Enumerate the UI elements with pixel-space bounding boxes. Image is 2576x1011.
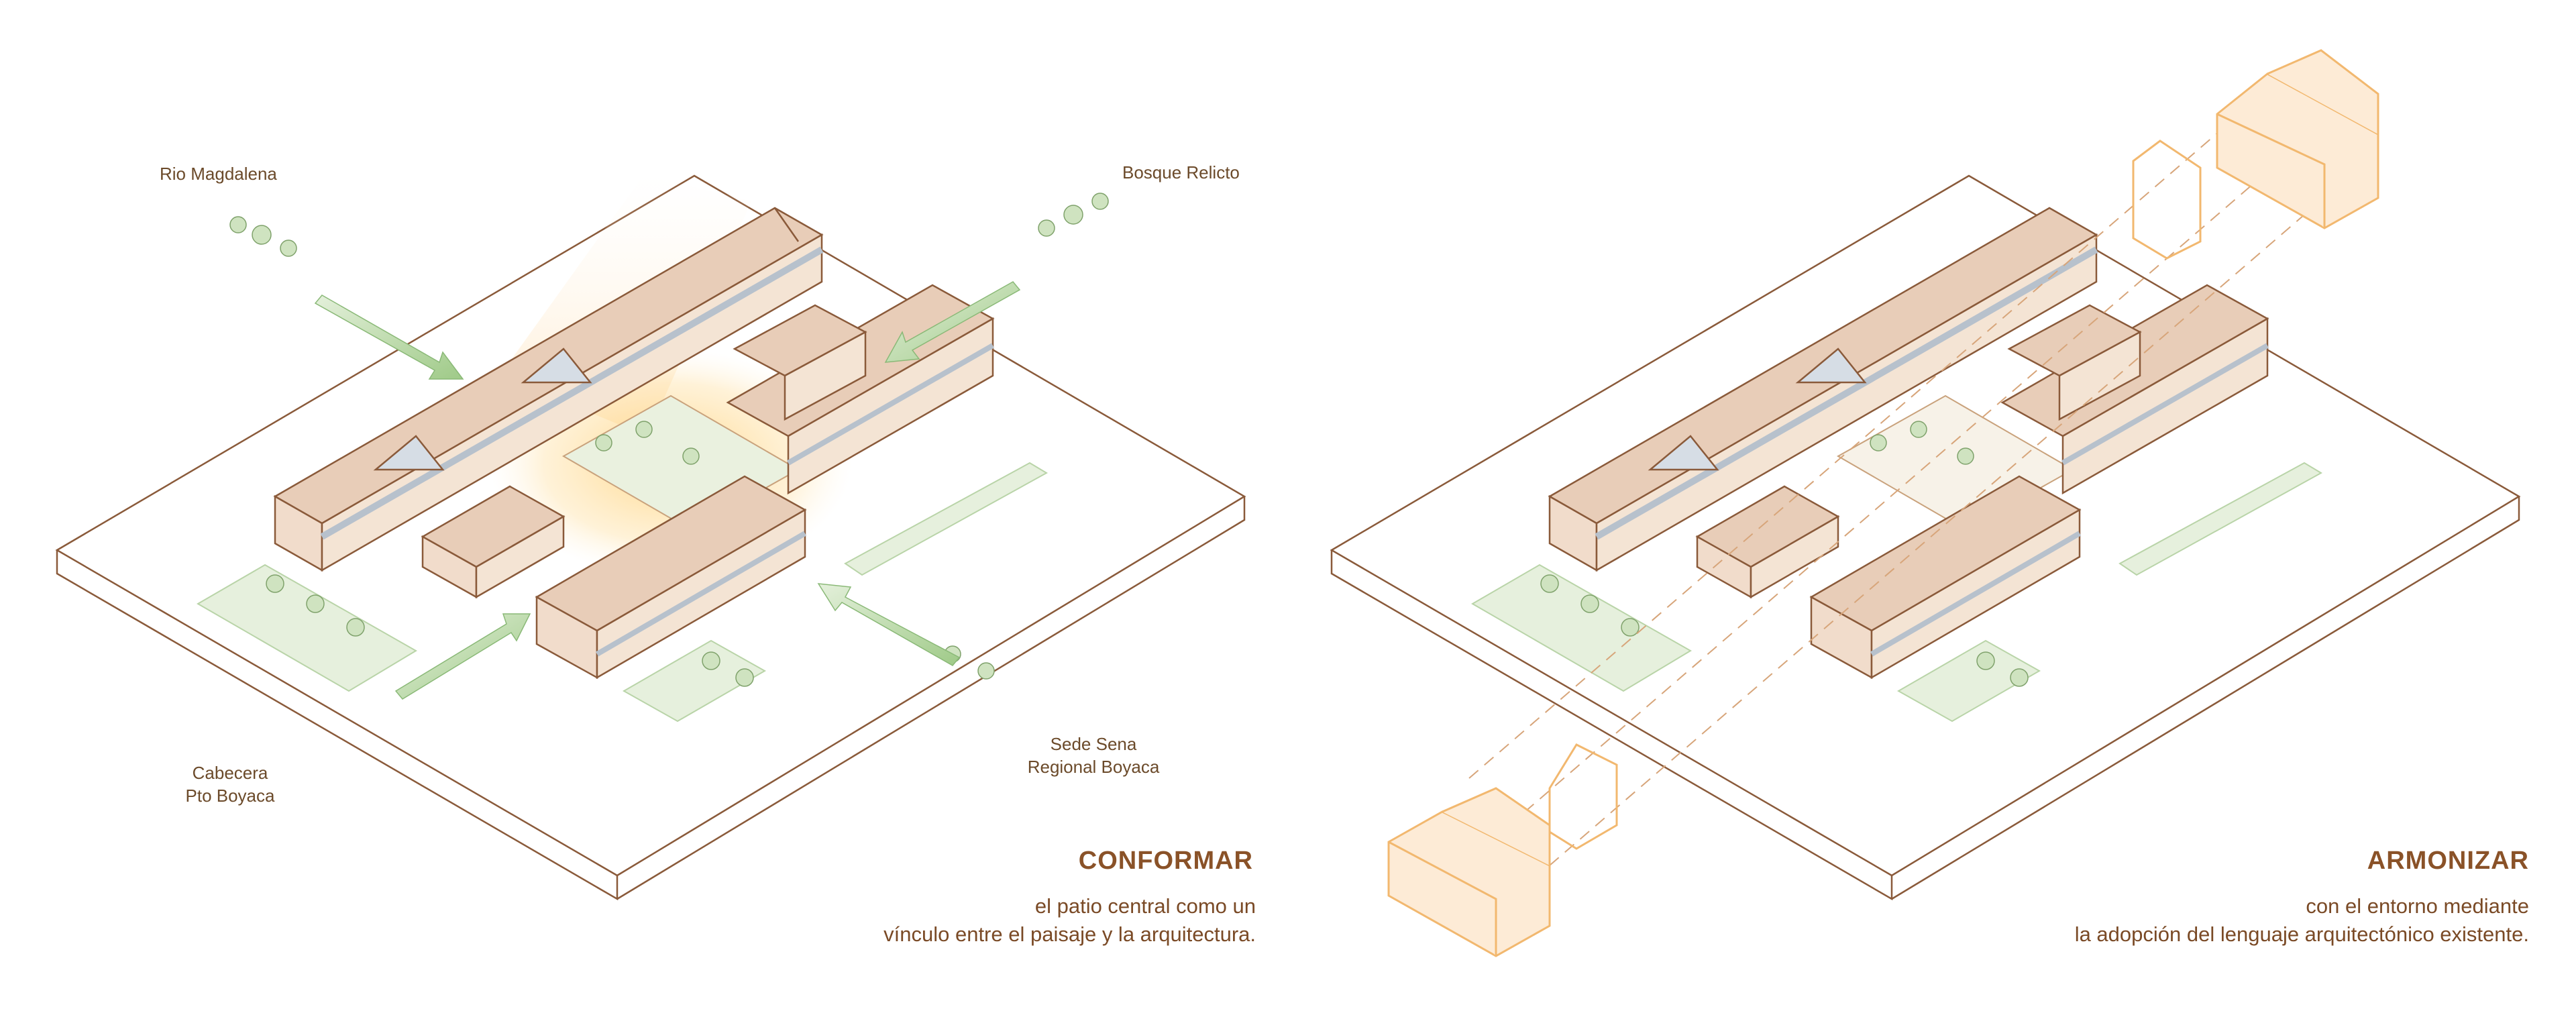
arrow-cabecera xyxy=(394,613,531,700)
left-west-wing xyxy=(421,485,566,599)
left-description: el patio central como un vínculo entre e… xyxy=(883,892,1256,949)
right-desc-line1: con el entorno mediante xyxy=(2306,894,2529,918)
label-sena-line2: Regional Boyaca xyxy=(1027,757,1160,777)
arrow-sena xyxy=(817,583,961,666)
right-west-wing xyxy=(1695,485,1840,599)
label-cabecera: Cabecera Pto Boyaca xyxy=(173,761,287,807)
arrow-bosque xyxy=(884,281,1021,363)
label-rio-magdalena: Rio Magdalena xyxy=(160,164,277,184)
arrow-rio xyxy=(314,295,464,380)
label-cabecera-line1: Cabecera xyxy=(192,763,268,783)
ghost-house-upper-solid xyxy=(2216,49,2379,229)
ghost-house-lower-outline xyxy=(1548,743,1618,850)
left-east-wing xyxy=(726,284,995,495)
right-isometric-drawing xyxy=(1330,49,2521,957)
left-desc-line1: el patio central como un xyxy=(1034,894,1256,918)
left-heading: CONFORMAR xyxy=(1078,847,1253,875)
right-landscape xyxy=(1471,462,2323,723)
right-desc-line2: la adopción del lenguaje arquitectónico … xyxy=(2074,922,2529,946)
ghost-house-upper-outline xyxy=(2132,140,2202,260)
left-landscape xyxy=(197,462,1049,723)
label-cabecera-line2: Pto Boyaca xyxy=(185,786,275,806)
right-south-wing xyxy=(1809,475,2082,680)
left-south-wing xyxy=(535,475,807,680)
label-sede-sena: Sede Sena Regional Boyaca xyxy=(1013,733,1174,778)
label-bosque-relicto: Bosque Relicto xyxy=(1122,162,1240,182)
ghost-house-lower-solid xyxy=(1387,787,1551,957)
projection-lines xyxy=(1468,107,2328,866)
label-sena-line1: Sede Sena xyxy=(1050,734,1137,754)
right-north-wing xyxy=(1548,207,2098,572)
left-north-wing xyxy=(273,207,824,572)
left-arrows xyxy=(314,281,1021,700)
right-heading: ARMONIZAR xyxy=(2367,847,2529,875)
right-trees xyxy=(1540,421,2029,687)
right-description: con el entorno mediante la adopción del … xyxy=(2075,892,2529,949)
left-desc-line2: vínculo entre el paisaje y la arquitectu… xyxy=(883,922,1256,946)
left-isometric-drawing xyxy=(55,174,1246,901)
